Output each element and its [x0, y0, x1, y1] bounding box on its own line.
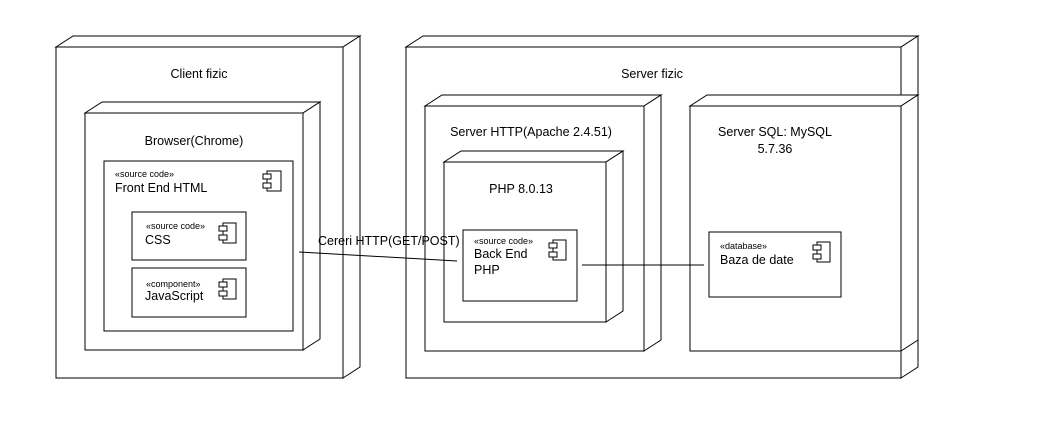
- frontend-stereotype: «source code»: [115, 169, 174, 179]
- component-css[interactable]: «source code» CSS: [131, 211, 247, 261]
- node-sql-server: Server SQL: MySQL 5.7.36: [688, 94, 920, 352]
- database-name: Baza de date: [720, 253, 794, 267]
- component-icon: [262, 170, 282, 192]
- component-javascript[interactable]: «component» JavaScript: [131, 267, 247, 318]
- css-stereotype: «source code»: [146, 221, 205, 231]
- javascript-stereotype: «component»: [146, 279, 201, 289]
- component-icon: [218, 278, 237, 300]
- sql-server-title-line1: Server SQL: MySQL: [718, 125, 832, 139]
- component-icon: [812, 241, 831, 263]
- component-icon: [218, 222, 237, 244]
- server-node-title: Server fizic: [621, 67, 683, 81]
- frontend-name: Front End HTML: [115, 181, 207, 195]
- http-request-label: Cereri HTTP(GET/POST): [318, 234, 460, 248]
- sql-server-title-line2: 5.7.36: [758, 142, 793, 156]
- css-name: CSS: [145, 233, 171, 247]
- javascript-name: JavaScript: [145, 289, 204, 303]
- backend-name-line2: PHP: [474, 263, 500, 277]
- database-stereotype: «database»: [720, 241, 767, 251]
- client-node-title: Client fizic: [171, 67, 228, 81]
- connector-http-request[interactable]: Cereri HTTP(GET/POST): [298, 234, 460, 262]
- browser-node-title: Browser(Chrome): [145, 134, 244, 148]
- component-baza-de-date[interactable]: «database» Baza de date: [708, 231, 842, 298]
- php-node-title: PHP 8.0.13: [489, 182, 553, 196]
- component-icon: [548, 239, 567, 261]
- http-server-node-title: Server HTTP(Apache 2.4.51): [450, 125, 612, 139]
- component-back-end-php[interactable]: «source code» Back End PHP: [462, 229, 578, 302]
- backend-stereotype: «source code»: [474, 236, 533, 246]
- backend-name-line1: Back End: [474, 247, 528, 261]
